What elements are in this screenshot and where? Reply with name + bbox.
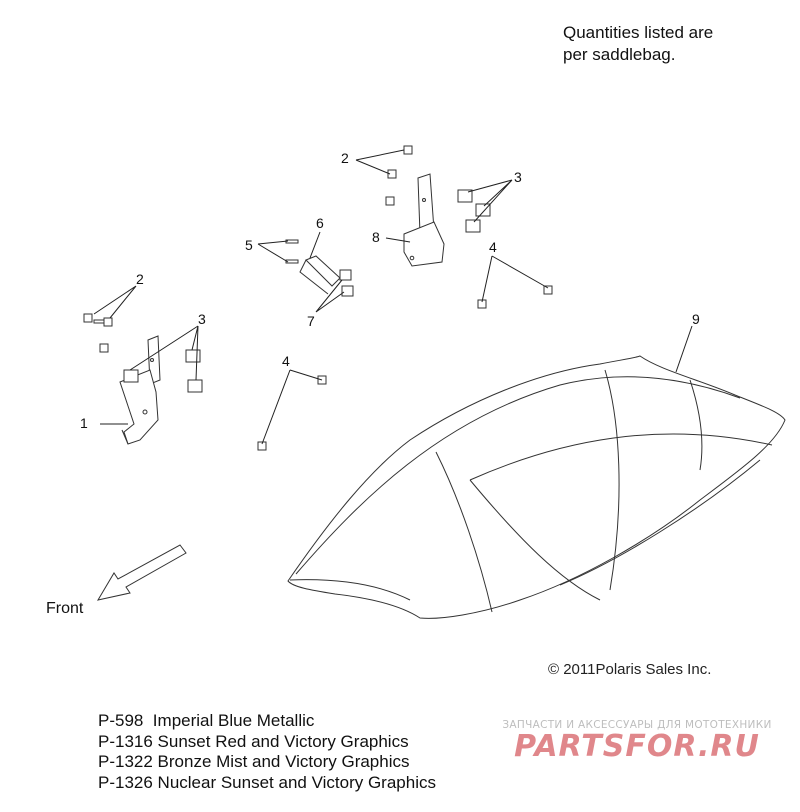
callout-4a: 4 [489,239,497,255]
front-arrow [96,544,187,601]
bracket-part-1 [119,335,161,445]
bracket-part-8 [403,173,445,267]
saddlebag-lid [287,355,786,619]
watermark-logo: PARTSFOR.RU [514,729,760,764]
quantity-note-line-1: Quantities listed are [563,23,714,42]
callout-4b: 4 [282,353,290,369]
callout-5: 5 [245,237,253,253]
variant-item: P-598 Imperial Blue Metallic [98,711,315,730]
quantity-note-line-2: per saddlebag. [563,45,676,64]
quantity-note: Quantities listed are per saddlebag. [563,22,713,66]
variant-item: P-1322 Bronze Mist and Victory Graphics [98,752,410,771]
copyright-text: © 2011Polaris Sales Inc. [548,661,712,678]
callout-6: 6 [316,215,324,231]
callout-1: 1 [80,415,88,431]
callout-numbers: 1 2 3 2 3 4 4 5 6 7 8 9 [80,150,700,431]
callout-3b: 3 [514,169,522,185]
callout-3a: 3 [198,311,206,327]
clips [123,189,491,393]
front-label: Front [46,600,84,617]
watermark-tagline: ЗАПЧАСТИ И АКСЕССУАРЫ ДЛЯ МОТОТЕХНИКИ [502,719,772,731]
variant-item: P-1326 Nuclear Sunset and Victory Graphi… [98,772,436,792]
leader-lines [93,149,693,445]
variant-item: P-1316 Sunset Red and Victory Graphics [98,731,409,751]
callout-7: 7 [307,313,315,329]
callout-9: 9 [692,311,700,327]
callout-2b: 2 [341,150,349,166]
callout-2a: 2 [136,271,144,287]
bracket-part-6 [299,255,341,295]
watermark: ЗАПЧАСТИ И АКСЕССУАРЫ ДЛЯ МОТОТЕХНИКИ PA… [487,719,787,764]
variant-list: P-598 Imperial Blue Metallic P-1316 Suns… [98,711,436,793]
callout-8: 8 [372,229,380,245]
